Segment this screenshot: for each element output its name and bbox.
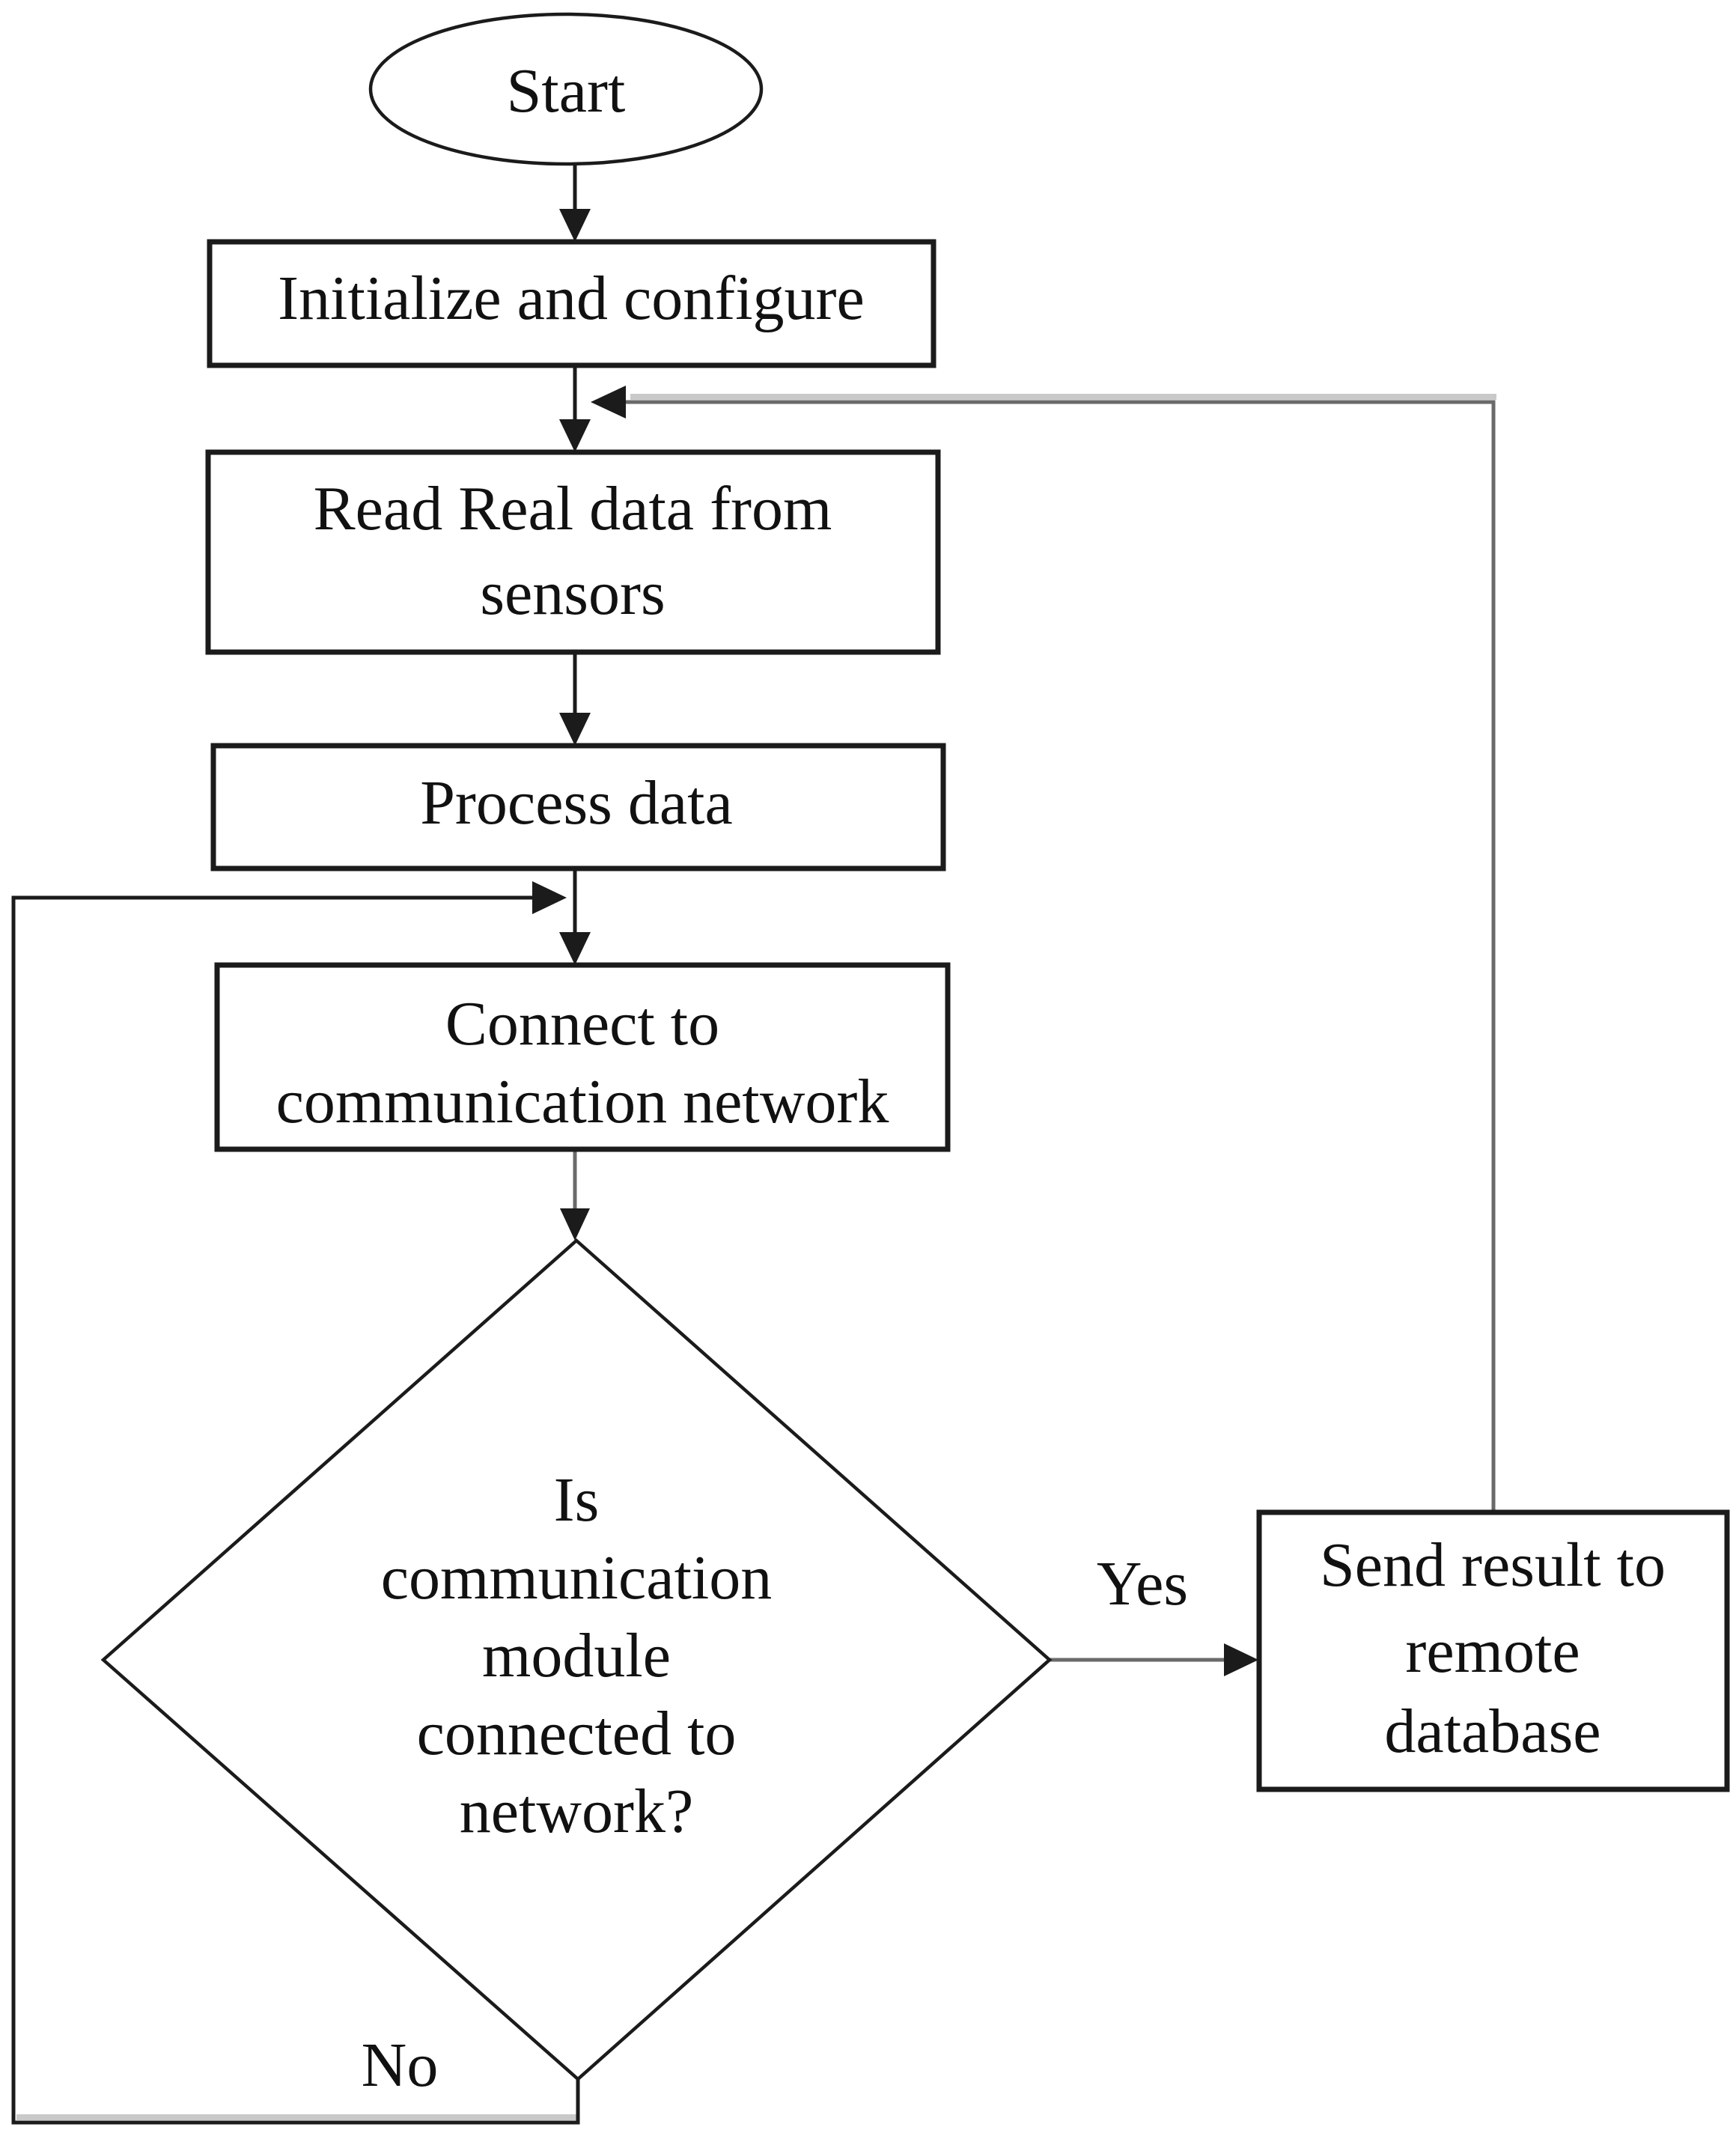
- read-node: Read Real data from sensors: [205, 449, 941, 655]
- decision-label-line-1: Is: [554, 1465, 600, 1535]
- read-box: [205, 449, 941, 655]
- arrowhead-into-decision: [560, 1208, 590, 1241]
- process-box: [210, 743, 946, 871]
- init-node: Initialize and configure: [207, 239, 936, 368]
- decision-label-line-4: connected to: [417, 1699, 737, 1768]
- edge-send-feedback-loop: [626, 400, 1496, 1512]
- arrowhead-feedback-left: [591, 386, 626, 419]
- connect-label-line-1: Connect to: [445, 989, 719, 1059]
- decision-label-line-5: network?: [460, 1777, 694, 1846]
- arrowhead-into-init: [559, 209, 591, 242]
- send-box: [1256, 1509, 1730, 1792]
- decision-node: Is communication module connected to net…: [100, 1238, 1053, 2082]
- arrowhead-into-send: [1224, 1643, 1258, 1676]
- connect-node: Connect to communication network: [214, 962, 951, 1152]
- arrowhead-into-read: [559, 419, 591, 452]
- no-label: No: [362, 2030, 439, 2100]
- read-label-line-2: sensors: [480, 559, 665, 628]
- start-label: Start: [507, 56, 626, 126]
- start-ellipse: [368, 12, 764, 166]
- connect-label-line-2: communication network: [276, 1067, 889, 1137]
- decision-label-line-3: module: [482, 1621, 671, 1691]
- yes-label: Yes: [1097, 1549, 1188, 1619]
- send-label-line-3: database: [1384, 1697, 1601, 1766]
- process-node: Process data: [210, 743, 946, 871]
- start-node: Start: [368, 12, 764, 166]
- arrowhead-into-process: [559, 713, 591, 746]
- decision-diamond: [100, 1238, 1053, 2082]
- send-label-line-2: remote: [1405, 1616, 1580, 1686]
- arrowhead-into-connect: [559, 932, 591, 965]
- read-label-line-1: Read Real data from: [314, 474, 832, 544]
- connect-box: [214, 962, 951, 1152]
- init-label: Initialize and configure: [278, 264, 865, 333]
- edge-no-loop: [11, 895, 580, 2125]
- send-node: Send result to remote database: [1256, 1509, 1730, 1792]
- decision-label-line-2: communication: [381, 1543, 773, 1613]
- process-label: Process data: [420, 768, 733, 838]
- init-box: [207, 239, 936, 368]
- send-label-line-1: Send result to: [1320, 1530, 1666, 1600]
- arrowhead-no-loop-right: [532, 881, 567, 914]
